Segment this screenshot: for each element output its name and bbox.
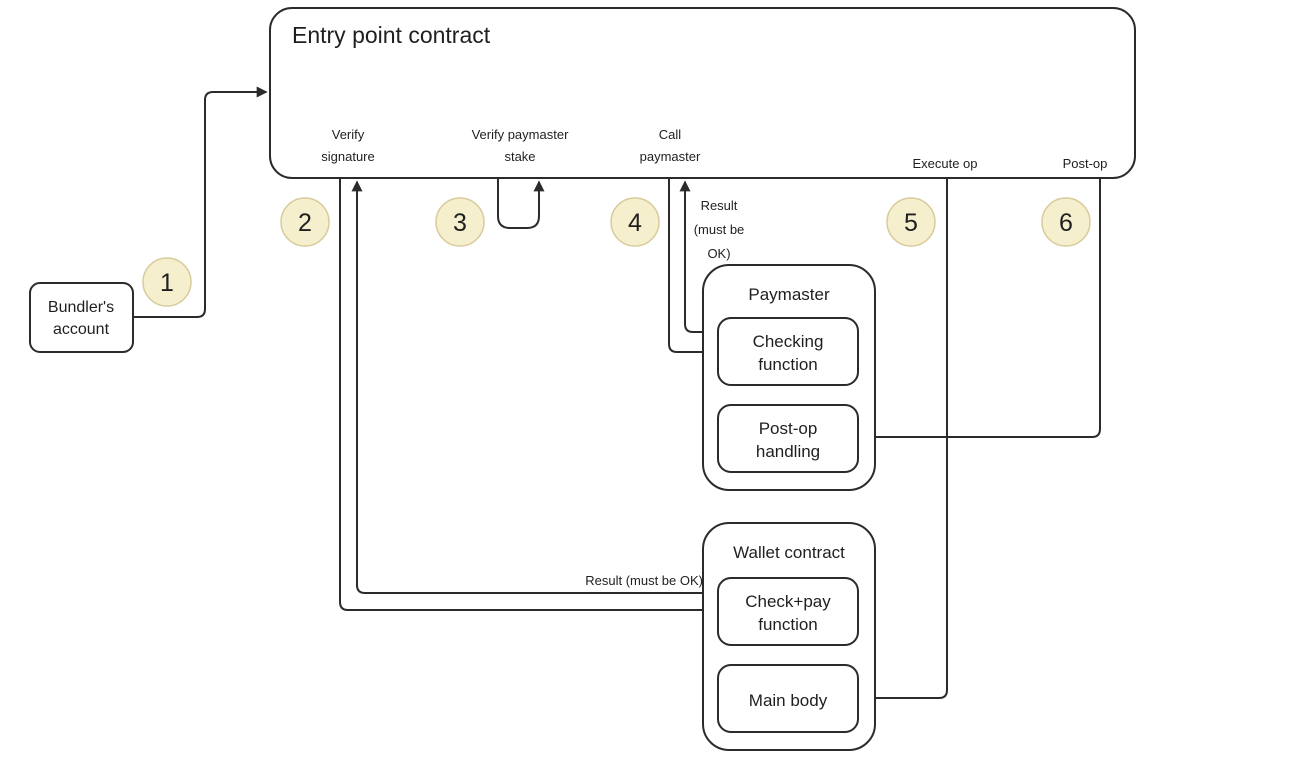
connector-verify-signature-return (351, 180, 718, 594)
connector-post-op (860, 179, 1101, 443)
main-body-label: Main body (749, 691, 828, 710)
bundler-account-box (29, 282, 134, 353)
step-circle-2 (280, 197, 330, 247)
step-number-5: 5 (904, 209, 918, 237)
postop-handling-label: handling (756, 442, 820, 461)
label-verify-paymaster-stake: Verify paymaster (472, 127, 569, 142)
label-execute-op: Execute op (912, 156, 977, 171)
checking-function-label: function (758, 355, 818, 374)
annotation-result-must-be-ok-stacked: (must be (694, 222, 745, 237)
label-verify-signature: Verify (332, 127, 365, 142)
step-circle-1 (142, 257, 192, 307)
checkpay-function-box (717, 577, 859, 646)
label-call-paymaster: Call (659, 127, 682, 142)
step-number-3: 3 (453, 209, 467, 237)
step-circle-6 (1041, 197, 1091, 247)
step-circle-5 (886, 197, 936, 247)
main-body-box (717, 664, 859, 733)
connector-call-paymaster-return (679, 180, 718, 333)
connector-call-paymaster-call (668, 179, 716, 358)
bundler-account-label: Bundler's (48, 299, 114, 316)
label-post-op: Post-op (1063, 156, 1108, 171)
entry-point-contract-box (269, 7, 1136, 179)
step-number-6: 6 (1059, 209, 1073, 237)
postop-handling-box (717, 404, 859, 473)
checking-function-label: Checking (753, 332, 824, 351)
annotation-result-must-be-ok-inline: Result (must be OK) (585, 573, 703, 588)
entry-point-title: Entry point contract (292, 22, 491, 48)
paymaster-title: Paymaster (748, 285, 830, 304)
step-circle-4 (610, 197, 660, 247)
connector-execute-op (860, 179, 948, 704)
bundler-account-label: account (53, 321, 110, 338)
step-number-2: 2 (298, 209, 312, 237)
label-verify-paymaster-stake: stake (504, 149, 535, 164)
step-number-4: 4 (628, 209, 642, 237)
step-number-1: 1 (160, 269, 174, 297)
checkpay-function-label: Check+pay (745, 592, 831, 611)
postop-handling-label: Post-op (759, 419, 818, 438)
annotation-result-must-be-ok-stacked: OK) (707, 246, 730, 261)
annotation-result-must-be-ok-stacked: Result (701, 198, 738, 213)
checking-function-box (717, 317, 859, 386)
label-verify-signature: signature (321, 149, 374, 164)
connector-bundler-to-entry (133, 86, 268, 318)
label-call-paymaster: paymaster (640, 149, 701, 164)
connector-verify-stake-loop (497, 179, 545, 229)
connector-verify-signature-call (339, 179, 716, 616)
checkpay-function-label: function (758, 615, 818, 634)
wallet-contract-title: Wallet contract (733, 543, 845, 562)
step-circle-3 (435, 197, 485, 247)
